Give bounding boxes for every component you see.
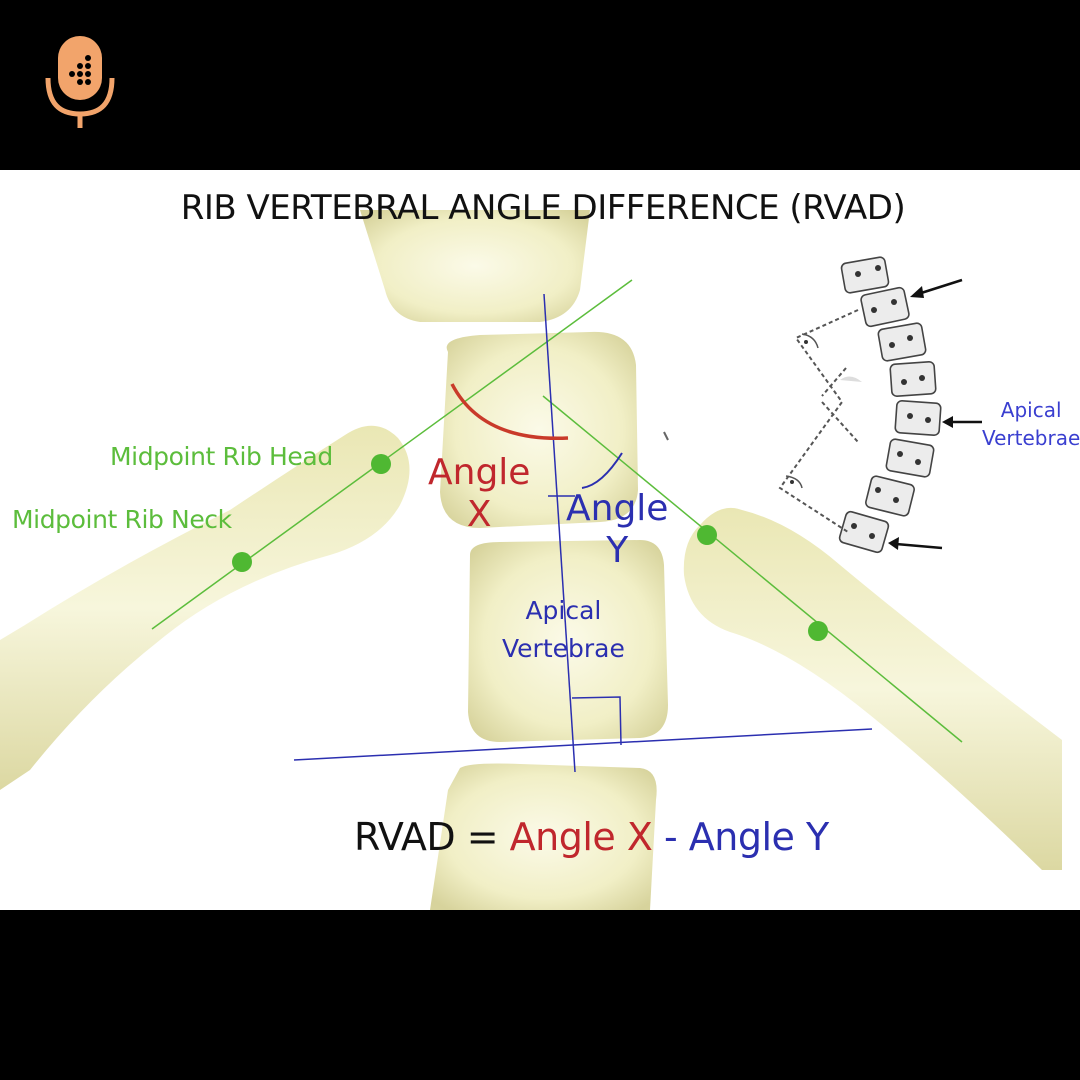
lower-vertebra: [430, 763, 657, 910]
angle-y-arc: [581, 452, 623, 489]
rvad-diagram-panel: RIB VERTEBRAL ANGLE DIFFERENCE (RVAD) Mi…: [0, 170, 1080, 910]
formula-angle-y: Angle Y: [688, 815, 829, 859]
arrow-left-icon: [888, 537, 943, 550]
right-rib-axis-line: [542, 395, 963, 743]
midpoint-rib-head-dot: [371, 454, 391, 474]
formula-lhs: RVAD =: [354, 815, 510, 859]
apical-vertebrae-inset-label: Apical Vertebrae: [982, 398, 1080, 450]
page-title: RIB VERTEBRAL ANGLE DIFFERENCE (RVAD): [180, 188, 906, 228]
arrow-left-icon: [942, 416, 982, 428]
endplate-line: [293, 728, 873, 761]
right-rib-head-dot: [697, 525, 717, 545]
vertebral-perpendicular-line: [543, 293, 576, 773]
bottom-black-bar: [0, 910, 1080, 1080]
apical-vertebrae-label: Apical Vertebrae: [502, 596, 625, 663]
left-rib-axis-line: [151, 279, 633, 630]
right-rib-neck-dot: [808, 621, 828, 641]
top-black-bar: [0, 0, 1080, 170]
small-mark: [663, 431, 669, 441]
right-rib: [683, 507, 1062, 870]
formula-minus: -: [652, 815, 689, 859]
rvad-formula: RVAD = Angle X - Angle Y: [354, 815, 829, 859]
arrow-left-icon: [910, 278, 963, 298]
angle-x-label: Angle X: [428, 452, 531, 535]
angle-y-label: Angle Y: [566, 488, 669, 571]
left-rib: [0, 425, 410, 790]
right-angle-marker: [571, 696, 622, 746]
upper-vertebra: [360, 210, 590, 322]
midpoint-rib-head-label: Midpoint Rib Head: [110, 442, 333, 471]
midpoint-rib-neck-label: Midpoint Rib Neck: [12, 505, 232, 534]
angle-x-arc: [450, 383, 569, 440]
spine-inset: [778, 256, 982, 554]
podcast-microphone-icon: [45, 36, 115, 128]
midpoint-rib-neck-dot: [232, 552, 252, 572]
apical-vertebra-body: [468, 540, 668, 742]
rvad-diagram: [0, 210, 1062, 910]
formula-angle-x: Angle X: [509, 815, 653, 859]
vertebra-above-apex: [440, 331, 638, 528]
